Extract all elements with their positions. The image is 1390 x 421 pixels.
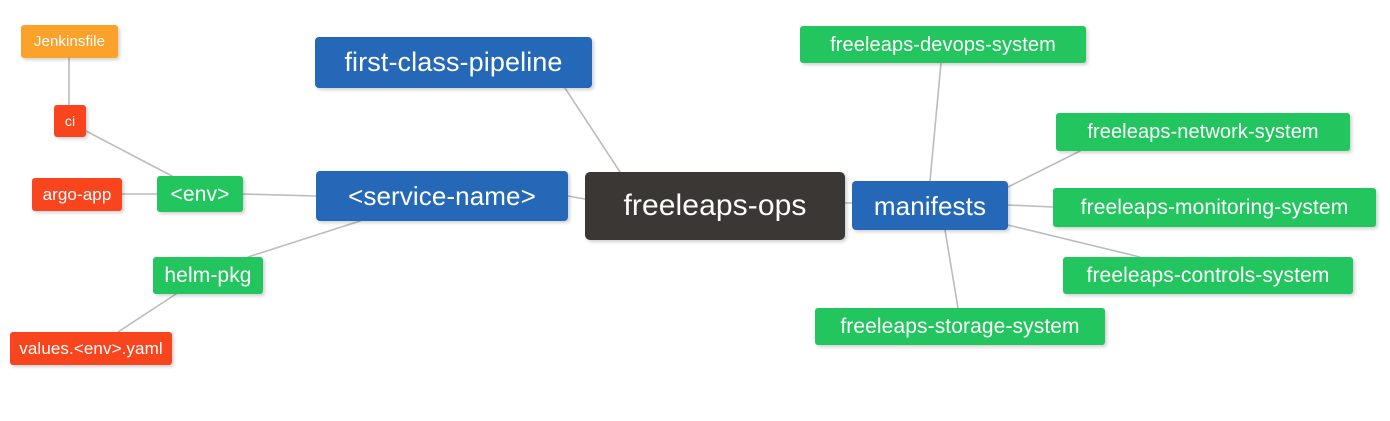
mindmap-node-values-env-yaml[interactable]: values.<env>.yaml	[10, 332, 172, 365]
mindmap-node-helm-pkg[interactable]: helm-pkg	[153, 257, 263, 294]
mindmap-node-freeleaps-network-system[interactable]: freeleaps-network-system	[1056, 113, 1350, 151]
mindmap-edge-manifests-to-freeleaps-monitoring-system	[1007, 204, 1054, 208]
mindmap-edge-manifests-to-freeleaps-devops-system	[929, 62, 942, 182]
mindmap-edge-env-to-ci	[85, 130, 173, 177]
mindmap-node-freeleaps-ops[interactable]: freeleaps-ops	[585, 172, 845, 240]
mindmap-node-freeleaps-monitoring-system[interactable]: freeleaps-monitoring-system	[1053, 188, 1376, 227]
mindmap-node-env[interactable]: <env>	[157, 176, 243, 212]
mindmap-node-label: first-class-pipeline	[344, 47, 563, 77]
mindmap-node-freeleaps-storage-system[interactable]: freeleaps-storage-system	[815, 308, 1105, 345]
mindmap-node-label: freeleaps-devops-system	[830, 33, 1056, 56]
mindmap-edge-freeleaps-ops-to-service-name	[567, 195, 586, 200]
mindmap-node-first-class-pipeline[interactable]: first-class-pipeline	[315, 37, 592, 88]
mindmap-node-manifests[interactable]: manifests	[852, 181, 1008, 230]
mindmap-node-label: manifests	[873, 190, 987, 221]
mindmap-node-argo-app[interactable]: argo-app	[32, 178, 122, 211]
mindmap-edge-manifests-to-freeleaps-storage-system	[944, 229, 959, 309]
mindmap-node-label: <env>	[170, 182, 230, 206]
mindmap-node-label: Jenkinsfile	[33, 33, 106, 50]
mindmap-node-label: <service-name>	[348, 181, 536, 211]
mindmap-node-freeleaps-devops-system[interactable]: freeleaps-devops-system	[800, 26, 1086, 63]
mindmap-node-ci[interactable]: ci	[54, 105, 86, 137]
mindmap-edge-manifests-to-freeleaps-controls-system	[1007, 224, 1141, 258]
mindmap-edge-manifests-to-freeleaps-network-system	[1007, 150, 1081, 188]
mindmap-node-label: values.<env>.yaml	[19, 339, 163, 358]
mindmap-node-label: freeleaps-ops	[623, 189, 807, 222]
mindmap-edge-freeleaps-ops-to-first-class-pipeline	[564, 87, 621, 173]
mindmap-edge-service-name-to-helm-pkg	[247, 220, 361, 258]
mindmap-node-label: freeleaps-network-system	[1087, 121, 1319, 143]
mindmap-node-label: freeleaps-storage-system	[840, 315, 1080, 338]
mindmap-node-service-name[interactable]: <service-name>	[316, 171, 568, 221]
mindmap-node-label: argo-app	[42, 185, 112, 204]
mindmap-node-jenkinsfile[interactable]: Jenkinsfile	[21, 25, 118, 58]
mindmap-node-label: helm-pkg	[164, 264, 252, 287]
mindmap-node-freeleaps-controls-system[interactable]: freeleaps-controls-system	[1063, 257, 1353, 294]
mindmap-edge-service-name-to-env	[242, 193, 317, 197]
mindmap-node-label: freeleaps-monitoring-system	[1080, 196, 1349, 219]
mindmap-node-label: ci	[64, 113, 76, 129]
mindmap-edge-helm-pkg-to-values-env-yaml	[117, 293, 177, 333]
mindmap-node-label: freeleaps-controls-system	[1086, 264, 1330, 287]
